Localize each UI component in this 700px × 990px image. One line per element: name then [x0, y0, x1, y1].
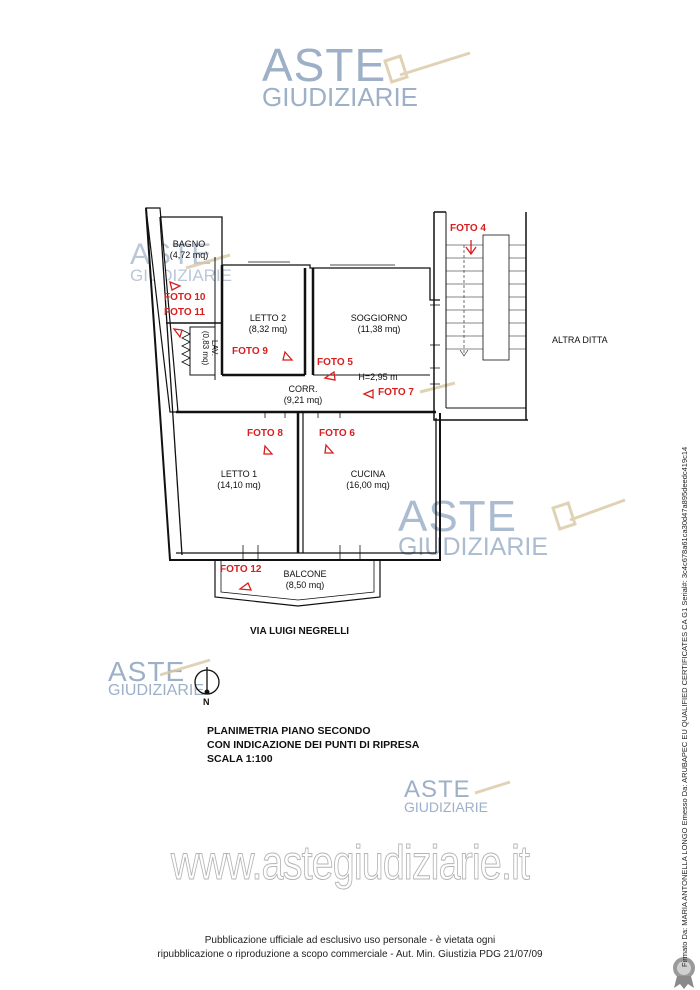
- photo-label-4: FOTO 4: [450, 223, 486, 234]
- room-bagno: BAGNO (4,72 mq): [169, 239, 209, 260]
- digital-signature: Firmato Da: MARIA ANTONELLA LONGO Emesso…: [680, 446, 689, 967]
- photo-label-12: FOTO 12: [220, 564, 262, 575]
- room-letto-2: LETTO 2 (8,32 mq): [248, 313, 288, 334]
- north-arrow-icon: [194, 667, 220, 695]
- photo-label-7: FOTO 7: [378, 387, 414, 398]
- north-label: N: [203, 697, 210, 707]
- site-watermark: www.astegiudiziarie.it: [170, 837, 530, 891]
- photo-label-5: FOTO 5: [317, 357, 353, 368]
- photo-label-10: FOTO 10: [164, 292, 206, 303]
- gavel-icons: [159, 51, 626, 795]
- room-balcone: BALCONE (8,50 mq): [283, 569, 327, 590]
- watermark-plan-right: ASTE GIUDIZIARIE: [398, 492, 549, 561]
- photo-label-8: FOTO 8: [247, 428, 283, 439]
- room-cucina: CUCINA (16,00 mq): [346, 469, 390, 490]
- watermark-bottom-right: ASTE GIUDIZIARIE: [404, 776, 489, 815]
- footer-notice: Pubblicazione ufficiale ad esclusivo uso…: [157, 935, 543, 960]
- watermark-mid-left: ASTE GIUDIZIARIE: [108, 656, 205, 699]
- label-street: VIA LUIGI NEGRELLI: [250, 626, 350, 637]
- photo-label-6: FOTO 6: [319, 428, 355, 439]
- photo-label-11: FOTO 11: [164, 307, 205, 318]
- ceiling-height: H=2,95 m: [358, 372, 398, 382]
- label-altra-ditta: ALTRA DITTA: [552, 335, 608, 345]
- room-lav: LAV. (0,83 mq): [201, 330, 219, 366]
- room-corr: CORR. (9,21 mq): [283, 384, 323, 405]
- photo-arrows: [169, 240, 477, 591]
- walls: [145, 207, 528, 607]
- room-letto-1: LETTO 1 (14,10 mq): [217, 469, 261, 490]
- watermark-top: ASTE GIUDIZIARIE: [262, 39, 419, 112]
- seal-icon: [673, 957, 695, 989]
- room-soggiorno: SOGGIORNO (11,38 mq): [350, 313, 408, 334]
- plan-title: PLANIMETRIA PIANO SECONDO CON INDICAZION…: [207, 725, 420, 765]
- photo-label-9: FOTO 9: [232, 346, 268, 357]
